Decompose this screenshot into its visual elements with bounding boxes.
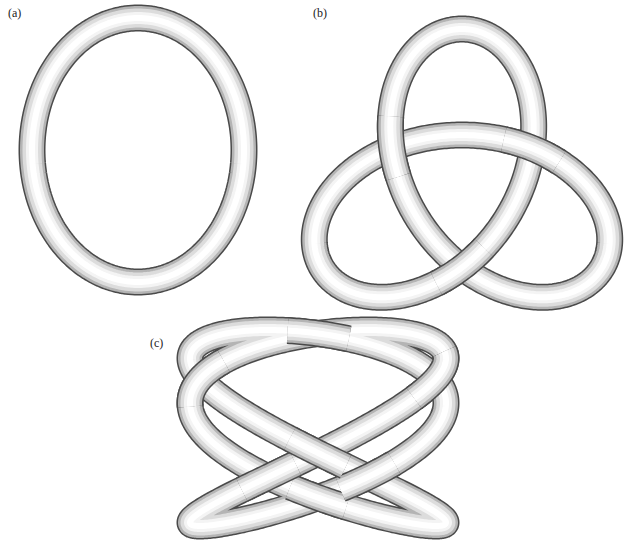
tube-layer: [290, 439, 346, 467]
tube-layer: [504, 140, 559, 162]
tube-layer: [290, 439, 346, 467]
tube-layer: [390, 116, 398, 176]
tube-layer: [436, 248, 483, 284]
tube-layer: [390, 116, 398, 176]
tube-layer: [190, 330, 446, 526]
tube-layer: [436, 248, 483, 284]
tube-layer: [414, 351, 446, 398]
tube-layer: [436, 248, 483, 284]
tube-layer: [414, 351, 446, 398]
tube-layer: [390, 116, 398, 176]
tube-layer: [32, 18, 244, 282]
tube-layer: [414, 351, 446, 398]
tube-layer: [290, 439, 346, 467]
tube-layer: [190, 361, 224, 406]
tube-layer: [288, 331, 349, 339]
tube-layer: [436, 248, 483, 284]
tube-layer: [414, 351, 446, 398]
tube-layer: [242, 464, 296, 490]
tube-layer: [436, 248, 483, 284]
tube-layer: [288, 331, 349, 339]
tube-layer: [190, 330, 446, 526]
tube-layer: [340, 463, 394, 489]
tube-layer: [314, 29, 609, 297]
tube-layer: [190, 361, 224, 406]
tube-layer: [32, 18, 244, 282]
tube-layer: [504, 140, 559, 162]
tube-layer: [390, 116, 398, 176]
tube-layer: [32, 18, 244, 282]
panel-label: (a): [8, 6, 21, 21]
tube-layer: [190, 330, 446, 526]
knot-tube: [190, 330, 446, 526]
tube-layer: [242, 464, 296, 490]
tube-layer: [288, 331, 349, 339]
tube-layer: [290, 487, 346, 507]
panel-label: (b): [313, 6, 327, 21]
tube-layer: [290, 487, 346, 507]
tube-layer: [340, 463, 394, 489]
tube-layer: [340, 463, 394, 489]
tube-layer: [504, 140, 559, 162]
trefoil-tube: [314, 29, 609, 297]
tube-layer: [504, 140, 559, 162]
tube-layer: [314, 29, 609, 297]
panel-label: (c): [150, 336, 163, 351]
tube-layer: [290, 487, 346, 507]
tube-layer: [242, 464, 296, 490]
tube-layer: [340, 463, 394, 489]
tube-layer: [414, 351, 446, 398]
tube-layer: [190, 330, 446, 526]
tube-layer: [32, 18, 244, 282]
tube-layer: [190, 361, 224, 406]
tube-layer: [314, 29, 609, 297]
tube-layer: [290, 487, 346, 507]
tube-layer: [290, 439, 346, 467]
tube-layer: [288, 331, 349, 339]
tube-layer: [242, 464, 296, 490]
tube-layer: [390, 116, 398, 176]
tube-layer: [190, 330, 446, 526]
tube-layer: [242, 464, 296, 490]
tube-layer: [290, 439, 346, 467]
tube-layer: [314, 29, 609, 297]
tube-layer: [340, 463, 394, 489]
unknot-tube: [32, 18, 244, 282]
tube-layer: [314, 29, 609, 297]
tube-layer: [504, 140, 559, 162]
tube-layer: [32, 18, 244, 282]
tube-layer: [288, 331, 349, 339]
tube-layer: [290, 487, 346, 507]
tube-layer: [190, 361, 224, 406]
tube-layer: [190, 361, 224, 406]
